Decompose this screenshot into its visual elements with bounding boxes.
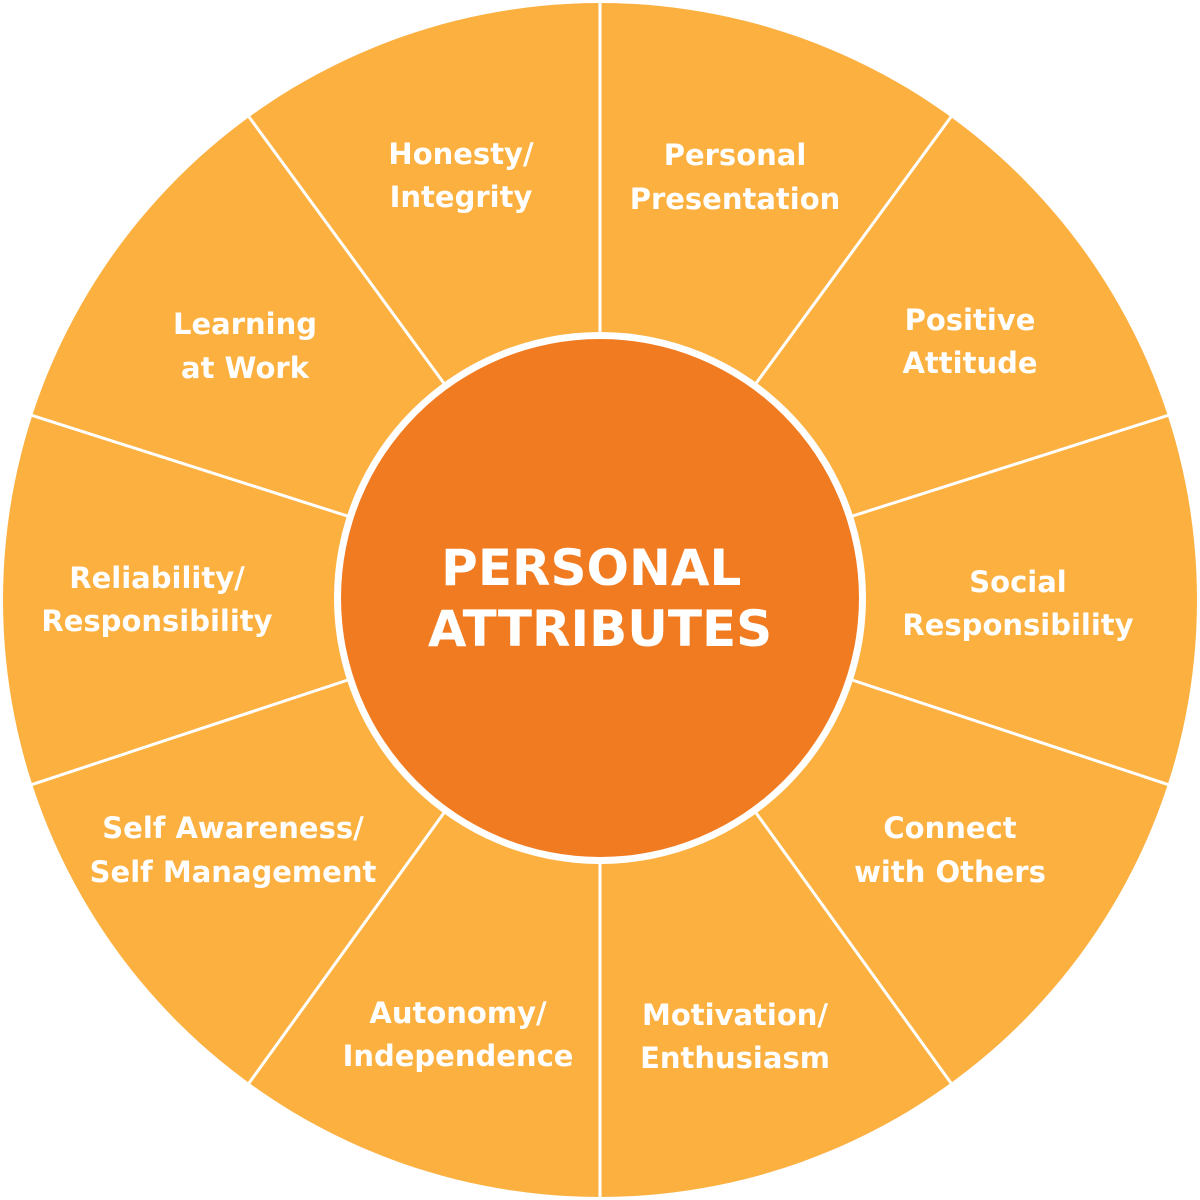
segment-divider — [745, 799, 954, 1087]
segment-divider — [28, 673, 363, 787]
segment-label-reliability-responsibility: Reliability/Responsibility — [41, 561, 272, 638]
segment-divider — [837, 673, 1172, 787]
segment-divider — [837, 413, 1172, 523]
segment-divider — [246, 799, 455, 1087]
center-circle — [341, 339, 859, 857]
segment-label-motivation-enthusiasm: Motivation/Enthusiasm — [640, 998, 830, 1075]
segment-label-autonomy-independence: Autonomy/Independence — [343, 996, 574, 1073]
segment-dividers — [28, 0, 1172, 1200]
center-title: PERSONAL ATTRIBUTES — [428, 539, 772, 658]
segment-label-honesty-integrity: Honesty/Integrity — [388, 137, 534, 214]
segment-divider — [246, 113, 455, 397]
segment-label-self-awareness: Self Awareness/Self Management — [90, 811, 377, 889]
segment-divider — [745, 113, 954, 397]
segment-divider — [28, 413, 363, 523]
